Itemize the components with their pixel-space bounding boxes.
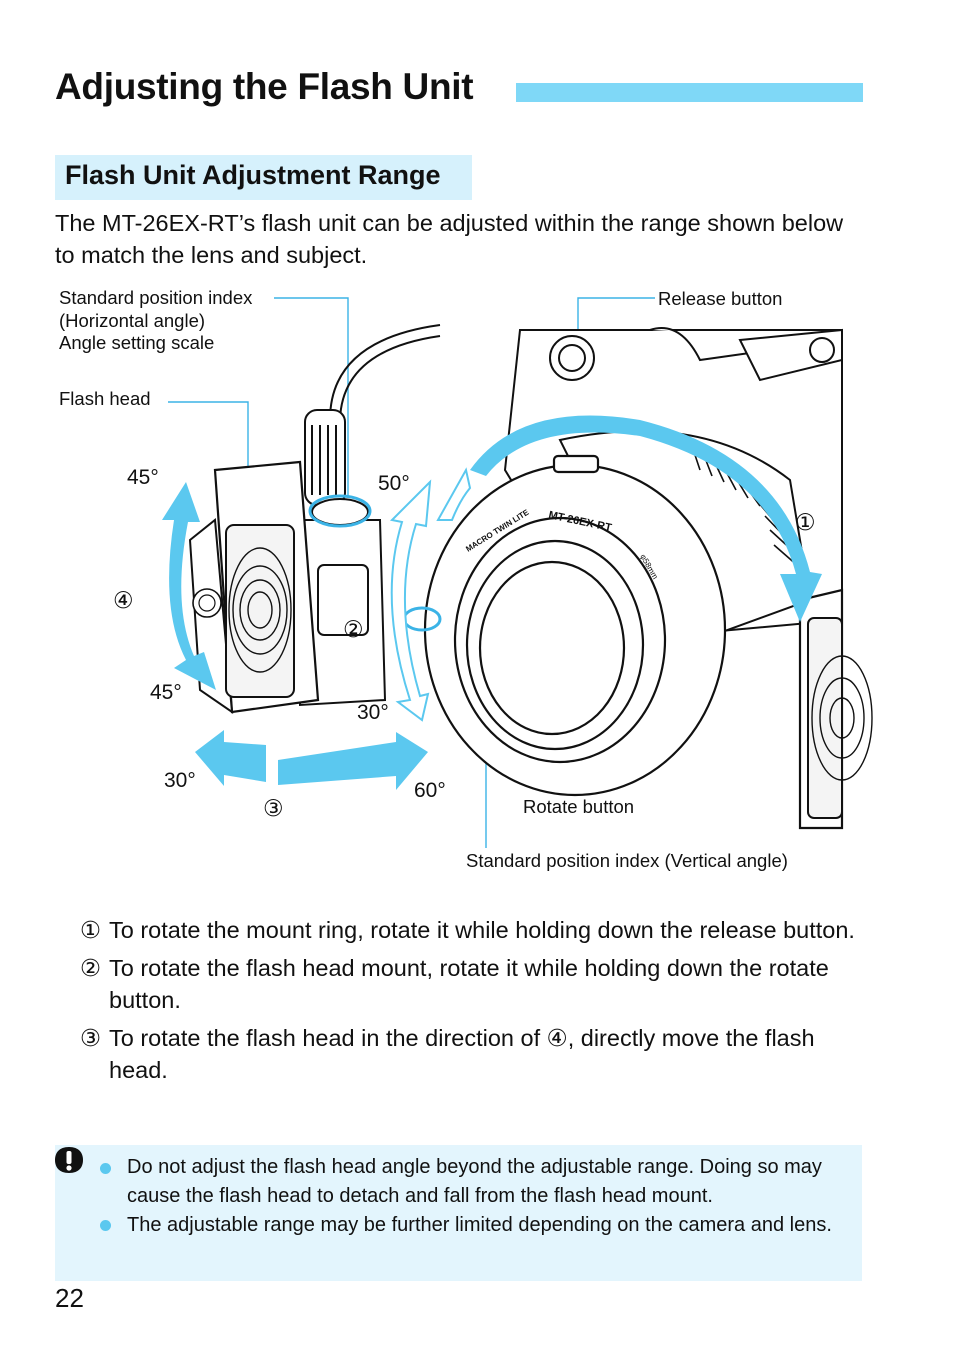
angle-swing-right: 60° (414, 779, 446, 802)
step-number: ③ (80, 1025, 102, 1051)
caution-item: Do not adjust the flash head angle beyon… (127, 1156, 822, 1207)
caution-icon (55, 1147, 83, 1173)
flash-head-right (798, 588, 873, 830)
tilt-arrow (162, 482, 216, 690)
flash-head-left (188, 460, 320, 715)
label-std-index: Standard position index (59, 287, 253, 308)
step-item: ② To rotate the flash head mount, rotate… (80, 952, 870, 1016)
label-angle-scale: Angle setting scale (59, 332, 215, 353)
step-number: ② (80, 955, 102, 981)
outline-arrows (389, 467, 472, 722)
angle-up-left: 45° (127, 466, 159, 489)
callout-line-std-index (274, 297, 349, 498)
section-heading-box (55, 155, 472, 200)
cable (329, 324, 441, 421)
bullet-dot (100, 1220, 111, 1231)
intro-paragraph: The MT-26EX-RT’s flash unit can be adjus… (55, 210, 844, 268)
marker-1: ① (795, 509, 816, 535)
bullet-dot (100, 1163, 111, 1174)
step-text: To rotate the mount ring, rotate it whil… (109, 917, 855, 943)
angle-down-left: 45° (150, 681, 182, 704)
angle-swing-left: 30° (164, 769, 196, 792)
label-horizontal-angle: (Horizontal angle) (59, 310, 206, 331)
step-number: ① (80, 917, 102, 943)
marker-2: ② (343, 616, 364, 642)
step-text: To rotate the flash head mount, rotate i… (109, 955, 829, 1013)
step-item: ① To rotate the mount ring, rotate it wh… (80, 914, 870, 946)
step-text: To rotate the flash head in the directio… (109, 1025, 815, 1083)
page-title: Adjusting the Flash Unit (55, 66, 474, 107)
swing-right-arrow (278, 732, 428, 790)
label-flash-head: Flash head (59, 388, 151, 409)
title-accent-bar (516, 83, 863, 102)
angle-mount-up: 50° (378, 472, 410, 495)
angle-mount-down: 30° (357, 701, 389, 724)
marker-3: ③ (263, 795, 284, 821)
page-number: 22 (55, 1283, 84, 1313)
std-index-highlight (308, 494, 372, 528)
label-std-index-vertical: Standard position index (Vertical angle) (466, 850, 788, 871)
marker-4: ④ (113, 587, 134, 613)
swing-left-arrow (195, 730, 266, 786)
step-item: ③ To rotate the flash head in the direct… (80, 1022, 870, 1086)
caution-box (55, 1145, 862, 1281)
ring-rotate-arrow (470, 415, 822, 622)
caution-item: The adjustable range may be further limi… (127, 1214, 832, 1236)
section-title: Flash Unit Adjustment Range (65, 160, 441, 190)
ring-mount (423, 454, 727, 797)
label-rotate-button: Rotate button (523, 796, 635, 817)
label-release-button: Release button (658, 288, 783, 309)
steps-list: ① To rotate the mount ring, rotate it wh… (80, 914, 870, 1092)
adjustment-arrows (162, 415, 822, 790)
